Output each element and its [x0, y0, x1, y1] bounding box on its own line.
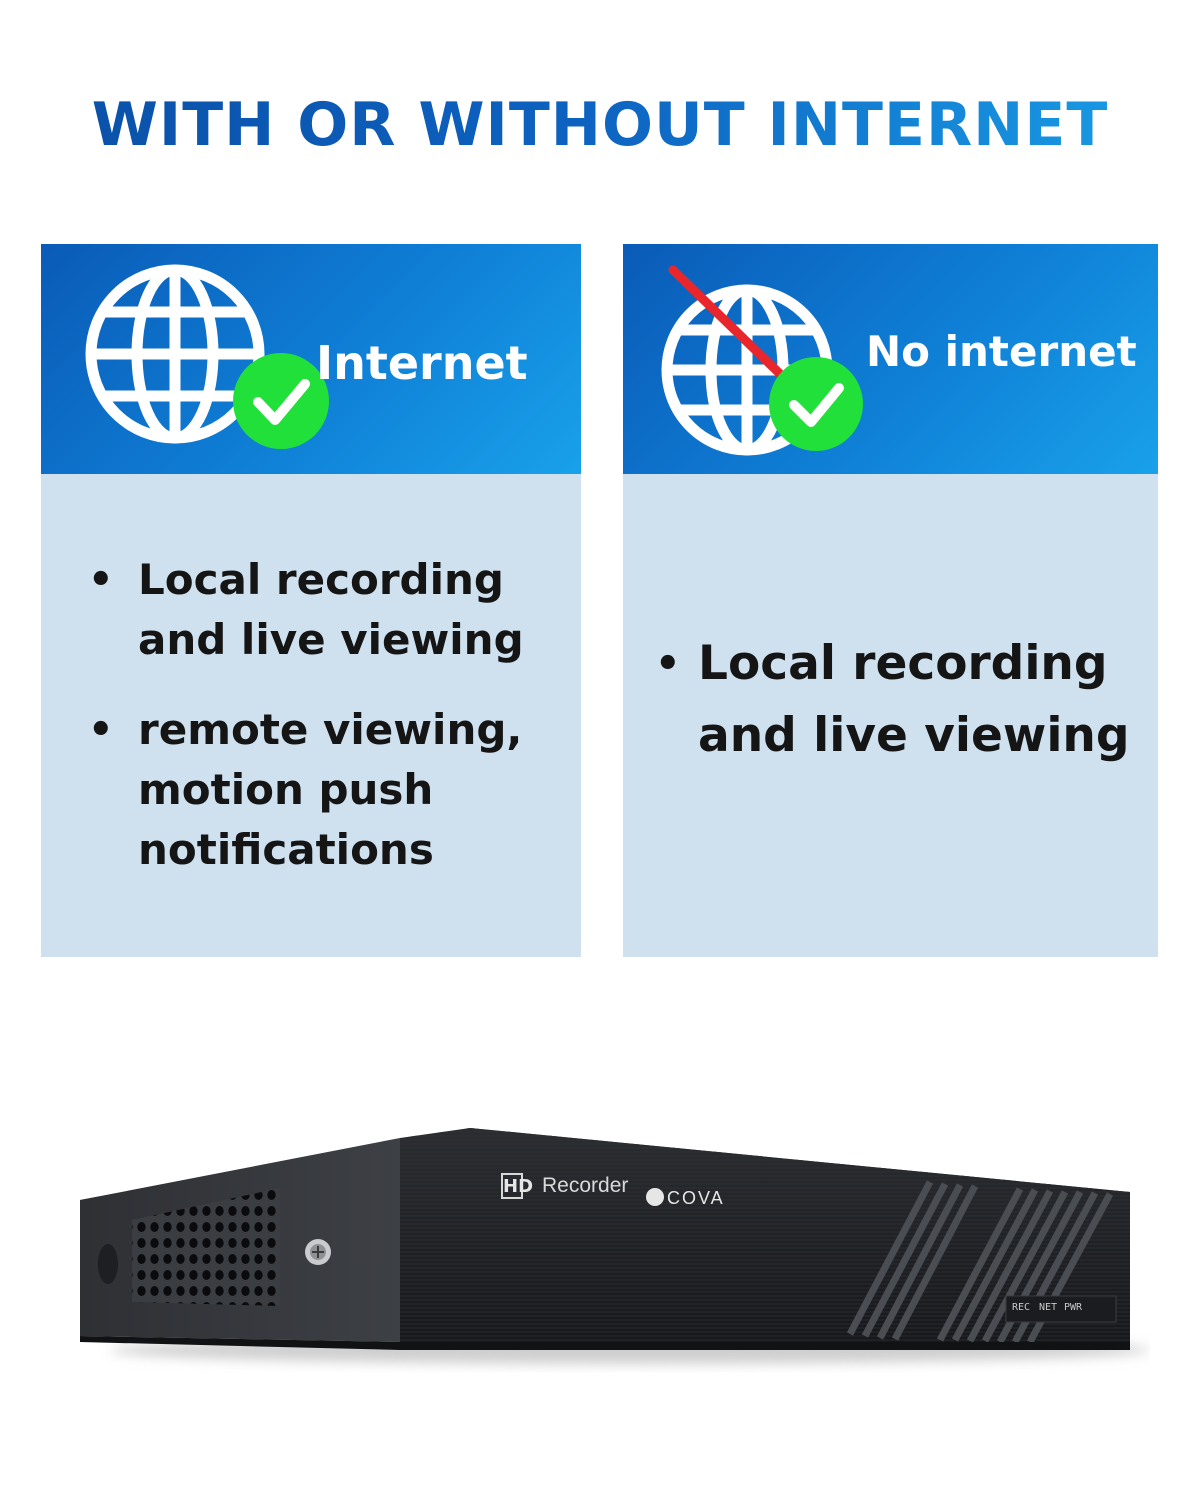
recorder-label: Recorder [542, 1174, 629, 1197]
internet-title: Internet [316, 336, 528, 390]
bullet-dot: • [655, 641, 681, 687]
led-pwr-label: PWR [1064, 1302, 1083, 1313]
no-internet-feature-list: • Local recording and live viewing [653, 628, 1153, 772]
list-item: • Local recording and live viewing [81, 550, 571, 670]
brand-name: COVA [667, 1188, 725, 1208]
led-rec-label: REC [1012, 1302, 1031, 1313]
internet-card-header: Internet [41, 244, 581, 474]
no-internet-title: No internet [866, 327, 1137, 376]
list-item: • Local recording and live viewing [653, 628, 1153, 772]
feature-text: Local recording and live viewing [698, 636, 1130, 763]
globe-crossed-check-icon [653, 260, 903, 460]
brand-logo [646, 1188, 664, 1206]
no-internet-card: No internet • Local recording and live v… [623, 244, 1158, 957]
internet-card: Internet • Local recording and live view… [41, 244, 581, 957]
bullet-dot: • [88, 707, 114, 753]
globe-check-icon [81, 260, 341, 460]
no-internet-card-header: No internet [623, 244, 1158, 474]
led-net-label: NET [1039, 1302, 1058, 1313]
recorder-device-image [70, 1110, 1150, 1390]
bullet-dot: • [88, 557, 114, 603]
feature-text: remote viewing, motion push notification… [138, 705, 523, 874]
feature-text: Local recording and live viewing [138, 555, 524, 664]
page-title: WITH OR WITHOUT INTERNET [0, 90, 1200, 160]
hd-badge: HD [503, 1176, 534, 1197]
internet-feature-list: • Local recording and live viewing • rem… [81, 550, 571, 880]
list-item: • remote viewing, motion push notificati… [81, 700, 571, 880]
